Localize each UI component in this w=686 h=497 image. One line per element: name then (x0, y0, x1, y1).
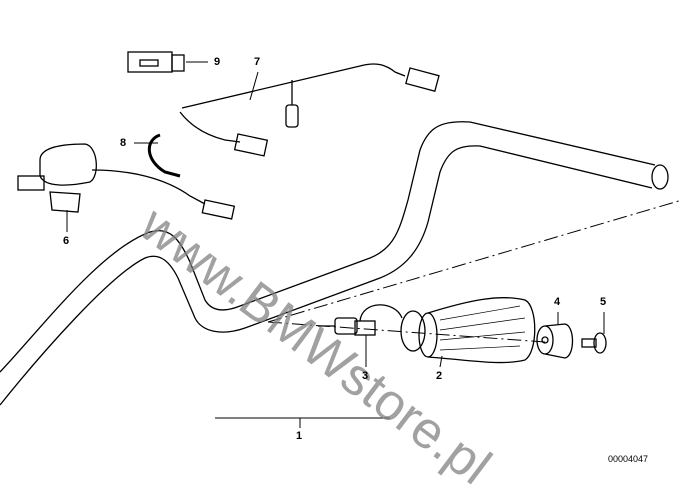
leader-lines (66, 61, 605, 428)
parts-diagram (0, 51, 683, 428)
plug (127, 51, 185, 73)
callout-9: 9 (214, 56, 221, 68)
callout-5: 5 (600, 296, 607, 308)
callout-2: 2 (436, 370, 443, 382)
wiring-harness (179, 63, 440, 157)
bar-end-weight (536, 323, 574, 359)
callout-3: 3 (362, 370, 369, 382)
callout-4: 4 (554, 296, 561, 308)
axis-line (267, 199, 683, 343)
screw (581, 332, 607, 354)
clamp (147, 133, 181, 178)
handlebar (0, 121, 669, 406)
callout-6: 6 (63, 235, 70, 247)
grip (400, 297, 536, 364)
callout-8: 8 (120, 137, 127, 149)
callout-7: 7 (254, 56, 261, 68)
switch (17, 143, 236, 220)
document-number: 00004047 (608, 454, 649, 464)
connector (318, 304, 403, 336)
callout-1: 1 (296, 430, 303, 442)
